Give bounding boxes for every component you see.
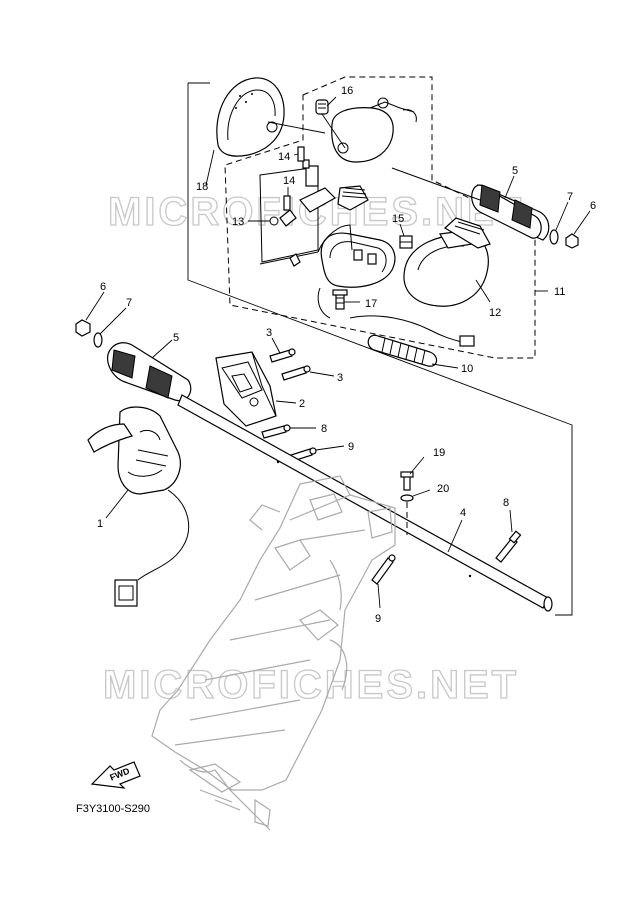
- washer-20: [400, 494, 414, 502]
- leader-16-axis: [321, 113, 346, 149]
- spring-15: [399, 235, 413, 249]
- callout-14b: 14: [283, 175, 295, 187]
- callout-13: 13: [232, 216, 244, 228]
- throttle-lever-1: [87, 406, 181, 495]
- callout-3a: 3: [266, 327, 272, 339]
- leader-16: [326, 96, 337, 107]
- leader-9-lower: [377, 583, 381, 609]
- callout-5-top: 5: [512, 165, 518, 177]
- switch-assembly-dashed-box: [224, 76, 536, 359]
- screw-8-right: [495, 530, 522, 563]
- steering-column: [151, 475, 396, 831]
- callout-2: 2: [299, 398, 305, 410]
- callout-20: 20: [437, 483, 449, 495]
- switch-box-2: [215, 351, 277, 427]
- washer-7-left: [93, 332, 103, 348]
- leader-5-top: [504, 175, 515, 199]
- callout-9-upper: 9: [348, 441, 354, 453]
- callout-14a: 14: [278, 151, 290, 163]
- screw-9-lower: [371, 554, 396, 585]
- leader-6-top: [573, 210, 591, 235]
- throttle-connector: [114, 579, 138, 607]
- leader-3b: [309, 371, 335, 377]
- screw-8-left: [261, 424, 291, 439]
- washer-7-top: [549, 229, 559, 245]
- switch-lower-housing: [317, 224, 396, 288]
- leader-15: [399, 223, 405, 237]
- callout-6-left: 6: [100, 281, 106, 293]
- callout-4: 4: [460, 507, 466, 519]
- screw-3a: [269, 348, 296, 363]
- switch-connector: [459, 335, 475, 347]
- callout-19: 19: [433, 447, 445, 459]
- switch-harness-wire: [349, 315, 463, 343]
- right-grip-top: [391, 167, 550, 241]
- callout-7-left: 7: [126, 297, 132, 309]
- grip-cover-cap: [216, 77, 285, 157]
- callout-8-left: 8: [321, 423, 327, 435]
- screw-17: [332, 289, 348, 310]
- leader-19: [409, 456, 425, 475]
- callout-7-top: 7: [567, 191, 573, 203]
- leader-6-left: [85, 291, 105, 321]
- switch-internals: [259, 159, 369, 267]
- handlebar-4: [177, 394, 553, 612]
- leader-3a: [271, 337, 281, 354]
- callout-16: 16: [341, 85, 353, 97]
- diagram-code: F3Y3100-S290: [76, 803, 150, 815]
- callout-17: 17: [365, 298, 377, 310]
- leader-1: [105, 489, 129, 519]
- grip-rubber-10: [367, 334, 438, 367]
- leader-12: [475, 279, 491, 303]
- callout-18: 18: [196, 181, 208, 193]
- leader-10: [431, 363, 459, 369]
- screw-3b: [281, 365, 311, 381]
- callout-9-lower: 9: [375, 613, 381, 625]
- leader-20: [412, 489, 431, 497]
- leader-7-top: [555, 201, 569, 231]
- leader-4: [447, 519, 463, 553]
- callout-11: 11: [554, 286, 565, 298]
- fwd-arrow-icon: [90, 761, 141, 789]
- leader-18: [205, 149, 215, 186]
- callout-15: 15: [392, 213, 404, 225]
- leader-2: [275, 400, 297, 404]
- callout-8-right: 8: [503, 497, 509, 509]
- switch-housing-top: [331, 97, 417, 163]
- nut-6-left: [75, 319, 91, 337]
- screw-14b: [283, 195, 291, 211]
- switch-cover-12: [403, 217, 491, 307]
- throttle-cable: [137, 489, 190, 581]
- callout-1: 1: [97, 518, 103, 530]
- leader-14a: [293, 153, 299, 156]
- bolt-19: [400, 471, 414, 491]
- callout-3b: 3: [337, 372, 343, 384]
- nut-6-top: [565, 233, 579, 249]
- watermark-bottom: MICROFICHES.NET: [103, 663, 519, 707]
- callout-6-top: 6: [590, 200, 596, 212]
- leader-18-axis: [267, 121, 326, 134]
- left-grip: [106, 342, 192, 402]
- wire-loop: [317, 287, 331, 319]
- callout-5-left: 5: [173, 332, 179, 344]
- callout-10: 10: [461, 363, 473, 375]
- knob-16: [315, 99, 329, 115]
- screw-14a: [297, 146, 305, 162]
- leader-7-left: [99, 307, 127, 335]
- leader-8-right: [509, 509, 513, 533]
- leader-9-upper: [315, 445, 345, 451]
- leader-5-left: [151, 339, 173, 359]
- assembly-frame: [187, 83, 573, 616]
- callout-12: 12: [489, 307, 501, 319]
